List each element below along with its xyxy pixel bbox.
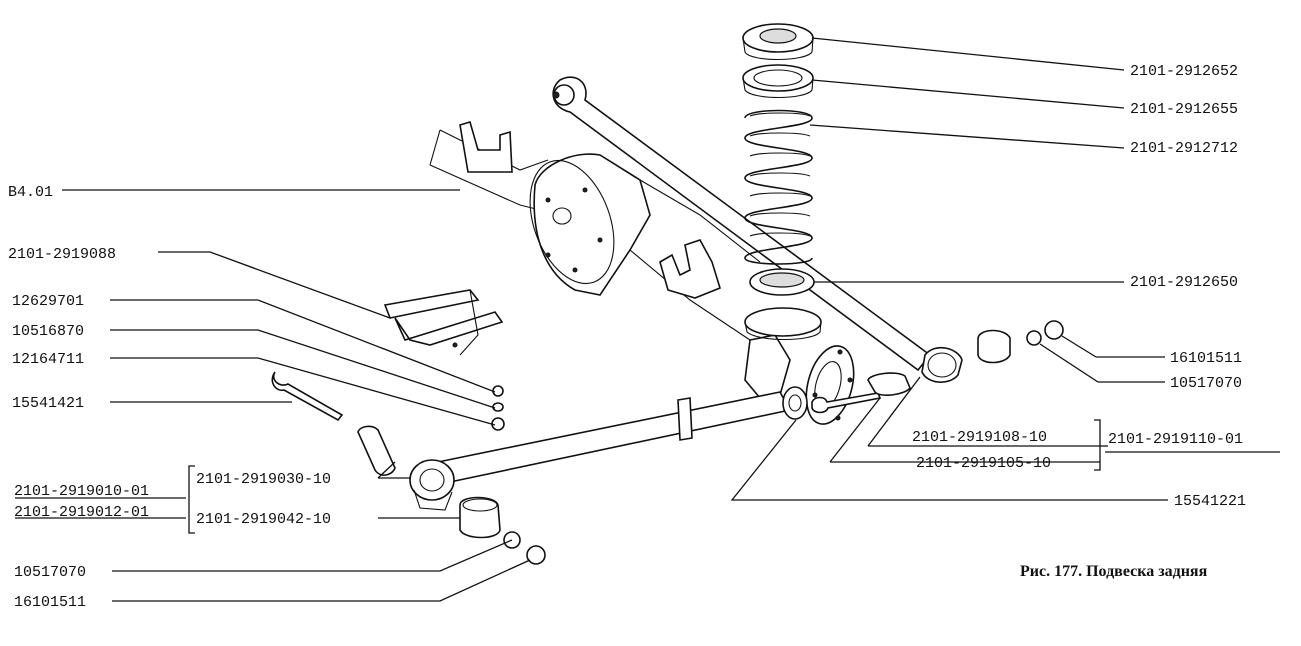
- small-parts: [271, 320, 1064, 565]
- label-2919042: 2101-2919042-10: [196, 511, 331, 528]
- label-15541221: 15541221: [1174, 493, 1246, 510]
- label-2912652: 2101-2912652: [1130, 63, 1238, 80]
- upper-longitudinal-rod: [552, 76, 963, 383]
- leader-lines: [15, 37, 1280, 602]
- label-2912655: 2101-2912655: [1130, 101, 1238, 118]
- spring-assembly: [742, 23, 822, 341]
- label-12629701: 12629701: [12, 293, 84, 310]
- label-2919110: 2101-2919110-01: [1108, 431, 1243, 448]
- figure-caption: Рис. 177. Подвеска задняя: [1020, 563, 1208, 580]
- bracket-2919088: [383, 289, 504, 356]
- label-10517070-left: 10517070: [14, 564, 86, 581]
- label-10516870: 10516870: [12, 323, 84, 340]
- label-15541421: 15541421: [12, 395, 84, 412]
- label-b401: B4.01: [8, 184, 53, 201]
- label-2919030: 2101-2919030-10: [196, 471, 331, 488]
- lower-longitudinal-rod: [409, 386, 808, 511]
- label-16101511-left: 16101511: [14, 594, 86, 611]
- label-2919108: 2101-2919108-10: [912, 429, 1047, 446]
- label-2912712: 2101-2912712: [1130, 140, 1238, 157]
- label-2919012: 2101-2919012-01: [14, 504, 149, 521]
- label-2919010: 2101-2919010-01: [14, 483, 149, 500]
- label-2919105: 2101-2919105-10: [916, 455, 1051, 472]
- label-10517070-right: 10517070: [1170, 375, 1242, 392]
- label-2919088: 2101-2919088: [8, 246, 116, 263]
- label-12164711: 12164711: [12, 351, 84, 368]
- label-2912650: 2101-2912650: [1130, 274, 1238, 291]
- label-16101511-right: 16101511: [1170, 350, 1242, 367]
